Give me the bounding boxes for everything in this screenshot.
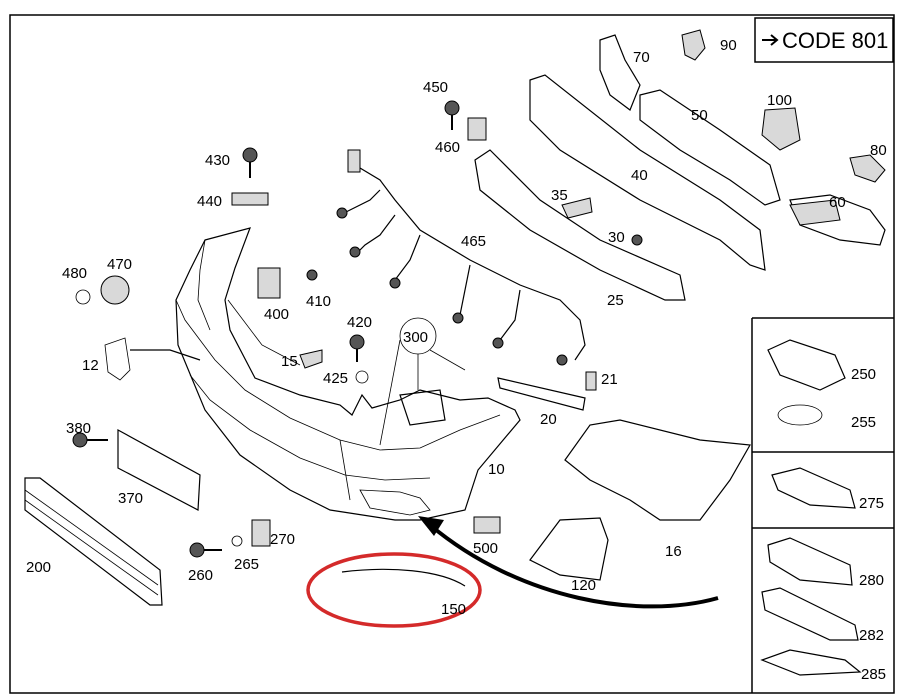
highlight-circle [306, 552, 482, 628]
direction-arrow [428, 523, 719, 609]
label-40: 40 [631, 167, 648, 184]
label-10: 10 [488, 461, 505, 478]
code-box: CODE 801 [754, 17, 894, 63]
label-270: 270 [270, 531, 295, 548]
label-282: 282 [859, 627, 884, 644]
label-30: 30 [608, 229, 625, 246]
label-450: 450 [423, 79, 448, 96]
label-410: 410 [306, 293, 331, 310]
bumper-cover [175, 227, 521, 521]
label-300: 300 [403, 329, 428, 346]
label-440: 440 [197, 193, 222, 210]
arrow-icon [762, 34, 779, 46]
side-panel-parts [760, 339, 862, 676]
label-80: 80 [870, 142, 887, 159]
label-420: 420 [347, 314, 372, 331]
label-370: 370 [118, 490, 143, 507]
label-120: 120 [571, 577, 596, 594]
code-label: CODE 801 [782, 28, 888, 53]
label-280: 280 [859, 572, 884, 589]
label-200: 200 [26, 559, 51, 576]
label-465: 465 [461, 233, 486, 250]
label-265: 265 [234, 556, 259, 573]
label-500: 500 [473, 540, 498, 557]
label-260: 260 [188, 567, 213, 584]
label-380: 380 [66, 420, 91, 437]
label-480: 480 [62, 265, 87, 282]
label-400: 400 [264, 306, 289, 323]
label-425: 425 [323, 370, 348, 387]
label-20: 20 [540, 411, 557, 428]
label-460: 460 [435, 139, 460, 156]
label-285: 285 [861, 666, 886, 683]
small-parts [24, 29, 886, 606]
label-470: 470 [107, 256, 132, 273]
diagram-frame [9, 14, 895, 694]
label-25: 25 [607, 292, 624, 309]
label-100: 100 [767, 92, 792, 109]
part-labels: 10 12 15 16 20 21 25 30 35 40 50 60 70 8… [26, 37, 887, 683]
label-16: 16 [665, 543, 682, 560]
label-15: 15 [281, 353, 298, 370]
label-430: 430 [205, 152, 230, 169]
wiring-harness [336, 149, 586, 366]
side-panels [751, 317, 894, 693]
label-50: 50 [691, 107, 708, 124]
label-150: 150 [441, 601, 466, 618]
reinforcements [474, 34, 886, 301]
trim-strip-150 [341, 568, 466, 587]
label-255: 255 [851, 414, 876, 431]
label-90: 90 [720, 37, 737, 54]
label-250: 250 [851, 366, 876, 383]
leader-lines [379, 339, 466, 446]
label-70: 70 [633, 49, 650, 66]
label-60: 60 [829, 194, 846, 211]
label-12: 12 [82, 357, 99, 374]
label-35: 35 [551, 187, 568, 204]
label-21: 21 [601, 371, 618, 388]
arrowhead-icon [418, 516, 444, 536]
label-275: 275 [859, 495, 884, 512]
